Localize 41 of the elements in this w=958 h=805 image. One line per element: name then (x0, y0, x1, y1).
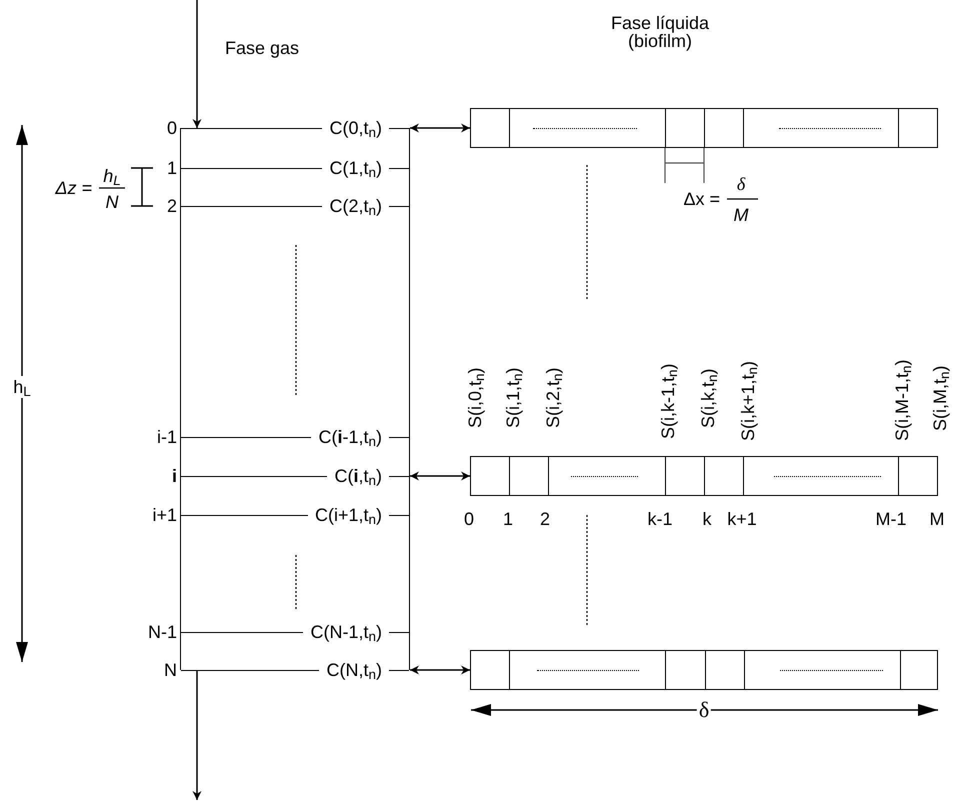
node-index: M (930, 510, 944, 528)
formula-denominator: N (106, 193, 118, 211)
node-index: 0 (464, 510, 474, 528)
concentration-label: C(i+1,t$_{n}$) (314, 506, 383, 524)
phase-heading: Fase líquida (biofilm) (610, 14, 710, 50)
node-index: k (702, 510, 712, 528)
node-index: k+1 (727, 510, 757, 528)
arrow (192, 670, 202, 800)
biofilm-bar (470, 108, 938, 148)
formula-numerator: h$_{L}$ (103, 167, 121, 185)
concentration-label: C(N,t$_{n}$) (325, 661, 383, 679)
level-index: N-1 (148, 623, 177, 641)
arrow (410, 666, 470, 674)
level-index: i (172, 467, 177, 485)
node-index: 2 (540, 510, 550, 528)
level-index: i-1 (156, 428, 177, 446)
node-index: 1 (503, 510, 513, 528)
level-index: i+1 (152, 506, 177, 524)
level-index: N (164, 661, 177, 679)
level-index: 0 (166, 119, 177, 137)
formula-denominator: M (734, 206, 748, 224)
phase-heading: Fase gas (224, 39, 300, 57)
arrow (410, 472, 470, 480)
formula-text: Δz = (55, 179, 92, 197)
concentration-label: C(i-1,t$_{n}$) (317, 428, 383, 446)
level-index: 2 (166, 197, 177, 215)
biofilm-bar (470, 456, 938, 496)
concentration-label: C(0,t$_{n}$) (328, 119, 383, 137)
dimension-label: h$_{L}$ (13, 376, 31, 398)
node-index: M-1 (876, 510, 906, 528)
concentration-label: C(N-1,t$_{n}$) (309, 623, 383, 641)
formula-numerator: δ (736, 175, 746, 193)
concentration-label: C(2,t$_{n}$) (328, 197, 383, 215)
formula-text: Δx = (683, 190, 720, 208)
concentration-label: C(1,t$_{n}$) (328, 159, 383, 177)
arrow (410, 124, 470, 132)
level-index: 1 (166, 159, 177, 177)
node-index: k-1 (648, 510, 672, 528)
arrow (192, 0, 202, 128)
biofilm-bar (470, 650, 938, 690)
concentration-label: C(i,t$_{n}$) (333, 467, 383, 485)
